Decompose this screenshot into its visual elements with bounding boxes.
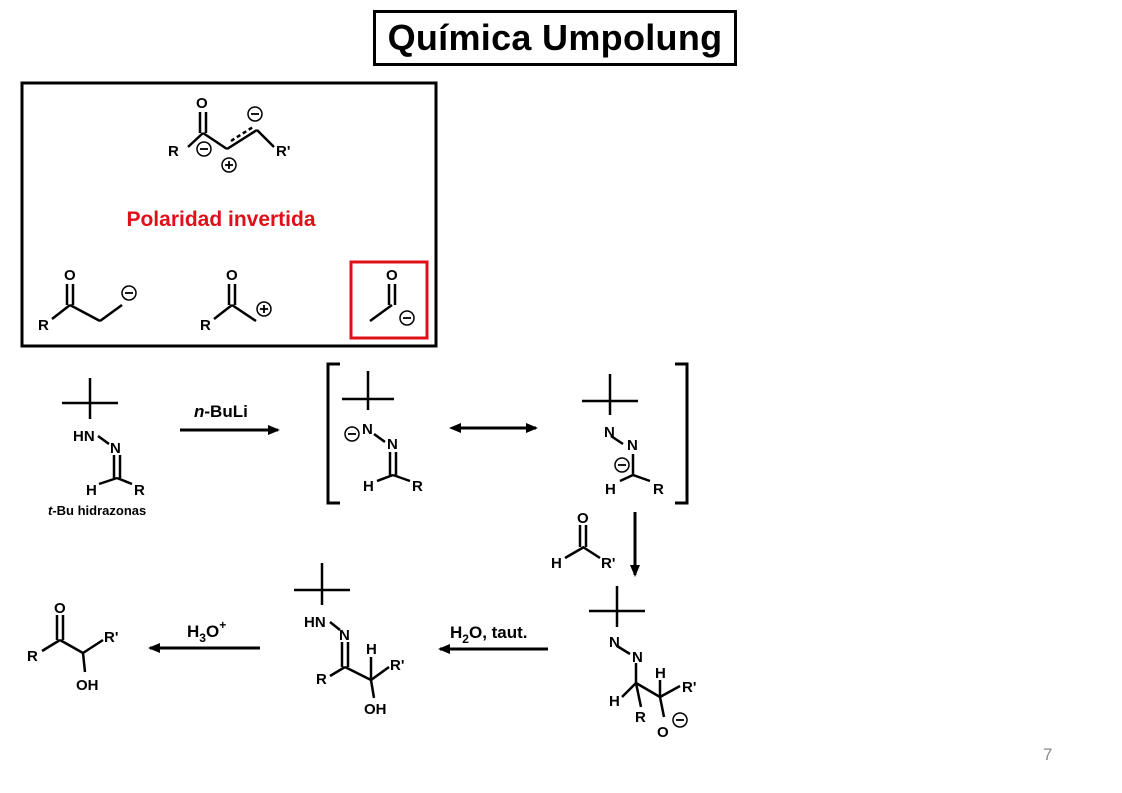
atom-n: N bbox=[339, 627, 350, 644]
plus-charge-icon bbox=[221, 157, 237, 173]
structure-cation: O R bbox=[200, 267, 272, 334]
structure-enolate: O R bbox=[38, 267, 137, 334]
minus-charge-icon bbox=[196, 141, 212, 157]
dashed-bond bbox=[230, 125, 254, 143]
atom-r-prime: R' bbox=[104, 629, 118, 646]
atom-o: O bbox=[577, 510, 589, 527]
atom-r: R bbox=[635, 709, 646, 726]
alkoxide-adduct: N N H R H R' O bbox=[589, 586, 696, 741]
atom-r-prime: R' bbox=[682, 679, 696, 696]
atom-n: N bbox=[627, 437, 638, 454]
minus-charge-icon bbox=[614, 457, 630, 473]
bond bbox=[202, 131, 228, 151]
minus-charge-icon bbox=[344, 426, 360, 442]
top-structure bbox=[187, 112, 275, 151]
slide-title: Química Umpolung bbox=[387, 17, 723, 58]
atom-h: H bbox=[86, 482, 97, 499]
hydrazone-structure: HN N H R t-Bu hidrazonas bbox=[48, 378, 146, 518]
atom-o: O bbox=[226, 267, 238, 284]
aldehyde-structure: O H R' bbox=[551, 510, 615, 572]
atom-o: O bbox=[657, 724, 669, 741]
reagent-water: H2O, taut. bbox=[438, 623, 548, 654]
atom-h: H bbox=[605, 481, 616, 498]
atom-hn: HN bbox=[73, 428, 95, 445]
atom-h: H bbox=[551, 555, 562, 572]
minus-charge-icon bbox=[247, 106, 263, 122]
left-bracket bbox=[326, 362, 340, 505]
atom-r: R bbox=[168, 143, 179, 160]
bond bbox=[187, 132, 204, 148]
structure-acyl-anion: O bbox=[349, 260, 429, 340]
reagent-label: H3O+ bbox=[187, 618, 226, 645]
atom-o: O bbox=[196, 95, 208, 112]
atom-r-prime: R' bbox=[390, 657, 404, 674]
aza-enolate-a: N N H R bbox=[342, 371, 423, 495]
box-frame bbox=[20, 81, 438, 348]
atom-n: N bbox=[110, 440, 121, 457]
atom-n: N bbox=[632, 649, 643, 666]
atom-r: R bbox=[316, 671, 327, 688]
umpolung-box: R O R' Polaridad invertida bbox=[20, 81, 438, 348]
hydroxy-hydrazone: HN N H R R' OH bbox=[294, 563, 404, 718]
plus-charge-icon bbox=[256, 301, 272, 317]
atom-r: R bbox=[200, 317, 211, 334]
atom-o: O bbox=[64, 267, 76, 284]
minus-charge-icon bbox=[121, 285, 137, 301]
atom-h: H bbox=[609, 693, 620, 710]
atom-r: R bbox=[653, 481, 664, 498]
right-bracket bbox=[675, 362, 689, 505]
atom-r: R bbox=[38, 317, 49, 334]
box-caption: Polaridad invertida bbox=[126, 208, 315, 231]
reagent-acid: H3O+ bbox=[148, 618, 260, 653]
atom-o: O bbox=[54, 600, 66, 617]
atom-r: R bbox=[27, 648, 38, 665]
page-number: 7 bbox=[1043, 745, 1053, 764]
hydrazone-caption: t-Bu hidrazonas bbox=[48, 503, 146, 518]
bond bbox=[226, 128, 258, 151]
minus-charge-icon bbox=[399, 310, 415, 326]
atom-hn: HN bbox=[304, 614, 326, 631]
atom-h: H bbox=[366, 641, 377, 658]
aza-enolate-b: N N H R bbox=[582, 374, 664, 498]
atom-n: N bbox=[387, 436, 398, 453]
atom-r: R bbox=[412, 478, 423, 495]
atom-oh: OH bbox=[364, 701, 387, 718]
bond bbox=[256, 129, 275, 148]
atom-h: H bbox=[363, 478, 374, 495]
atom-r-prime: R' bbox=[276, 143, 290, 160]
reagent-label: H2O, taut. bbox=[450, 623, 528, 646]
atom-r: R bbox=[134, 482, 145, 499]
atom-oh: OH bbox=[76, 677, 99, 694]
product-hydroxyketone: O R R' OH bbox=[27, 600, 118, 694]
atom-n: N bbox=[604, 424, 615, 441]
atom-o: O bbox=[386, 267, 398, 284]
reagent-nbuli: n-BuLi bbox=[180, 402, 280, 435]
atom-r-prime: R' bbox=[601, 555, 615, 572]
atom-h: H bbox=[655, 665, 666, 682]
atom-n: N bbox=[609, 634, 620, 651]
minus-charge-icon bbox=[672, 712, 688, 728]
title-box: Química Umpolung bbox=[373, 10, 737, 66]
atom-n: N bbox=[362, 421, 373, 438]
reagent-label: n-BuLi bbox=[194, 402, 248, 421]
highlight-frame bbox=[349, 260, 429, 340]
